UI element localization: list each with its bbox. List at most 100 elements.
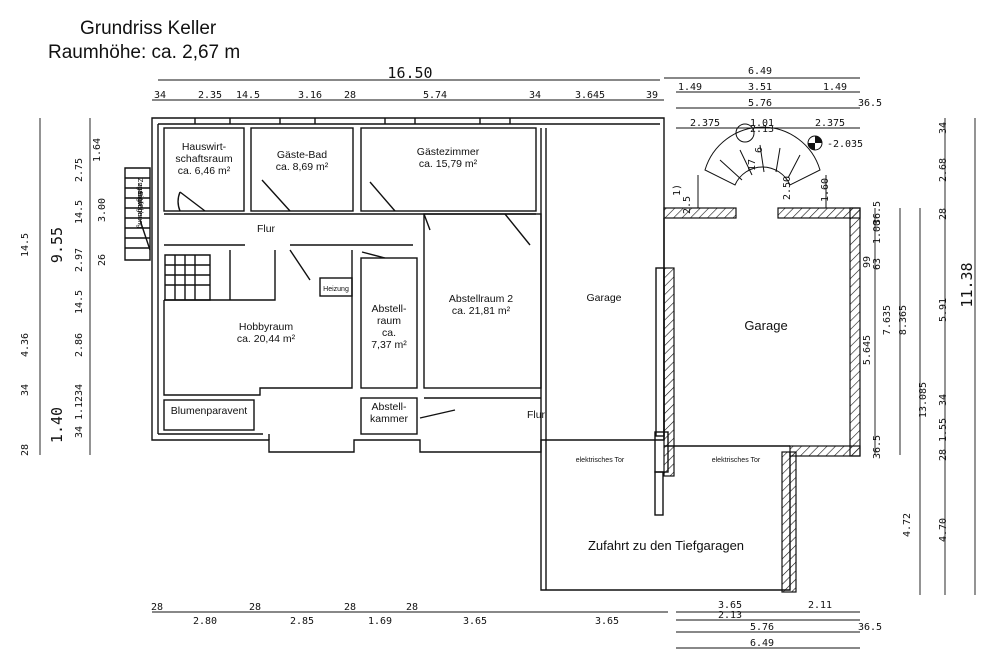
dim-right-col-a-3: 28 [938, 208, 949, 220]
dim-top-right-649: 6.49 [748, 66, 772, 77]
room-heizung: Heizung [323, 286, 349, 293]
dim-right-col-d-6: 5.645 [862, 335, 873, 365]
room-hauswirtschaftsraum-line-1: Hauswirt- [182, 141, 227, 153]
dim-right-col-a-4: 5.91 [938, 298, 949, 322]
room-abstellraum-2-line-1: Abstellraum 2 [449, 293, 513, 305]
dim-top-right-row4-4: 2.375 [815, 118, 845, 129]
dim-left-outer-1: 14.5 [20, 233, 31, 257]
room-abstellkammer-line-1: Abstell- [371, 401, 407, 413]
dim-top-seg-3: 14.5 [236, 90, 260, 101]
dim-top-right-row2-2: 3.51 [748, 82, 772, 93]
dim-level: -2.035 [827, 139, 863, 150]
dim-bottom-right-365: 36.5 [858, 622, 882, 633]
dim-right-col-d-3: 99 [862, 256, 873, 268]
dim-left-outer-3: 34 [20, 384, 31, 396]
dim-stair-5: 17 [747, 159, 758, 171]
dim-top-seg-8: 3.645 [575, 90, 605, 101]
dim-top-right-row4-2: 1.01 [750, 118, 774, 129]
room-hauswirtschaftsraum-line-2: schaftsraum [175, 153, 232, 165]
room-abstellraum-line-1: Abstell- [371, 303, 407, 315]
dim-bottom-seg-4: 2.85 [290, 616, 314, 627]
room-abstellraum-2-line-2: ca. 21,81 m² [452, 305, 511, 317]
room-flur-bottom: Flur [527, 409, 546, 421]
room-abstellraum-line-4: 7,37 m² [371, 339, 407, 351]
level-marker [807, 135, 823, 151]
garage-walls-hatched [663, 207, 861, 593]
dim-bottom-seg-6: 1.69 [368, 616, 392, 627]
dim-bottom-seg-7: 28 [406, 602, 418, 613]
dim-left-inner-8: 2.86 [74, 333, 85, 357]
dim-left-inner-11: 34 [74, 426, 85, 438]
dim-top-right-row4-1: 2.375 [690, 118, 720, 129]
dim-bottom-right-a-1: 3.65 [718, 600, 742, 611]
dim-right-col-b-2: 4.72 [902, 513, 913, 537]
room-hobbyraum-line-1: Hobbyraum [239, 321, 294, 333]
label-tor-left: elektrisches Tor [576, 457, 625, 464]
room-abstellraum-line-3: ca. [382, 327, 396, 339]
dim-top-seg-9: 39 [646, 90, 658, 101]
dim-right-col-d-4: 63 [872, 258, 883, 270]
dim-left-outer-2: 4.36 [20, 333, 31, 357]
label-zugang-line-4: wohnung [136, 199, 143, 229]
dim-stair-4: 2.50 [782, 176, 793, 200]
dim-top-seg-7: 34 [529, 90, 541, 101]
room-garage-left: Garage [586, 292, 621, 304]
page-title: Grundriss Keller [80, 18, 217, 39]
dim-right-col-b-1: 13.085 [918, 382, 929, 418]
dim-right-col-d-2: 1.00 [872, 220, 883, 244]
dim-left-outer-4: 28 [20, 444, 31, 456]
dim-stair-6: 6 [754, 147, 765, 153]
dim-left-inner-7: 14.5 [74, 290, 85, 314]
dim-left-total: 9.55 [48, 227, 66, 263]
dim-right-col-a-6: 1.55 [938, 418, 949, 442]
label-tor-right: elektrisches Tor [712, 457, 761, 464]
dim-right-col-d-1: 36.5 [872, 201, 883, 225]
dim-left-total-2: 1.40 [48, 407, 66, 443]
dim-left-inner-3: 3.00 [97, 198, 108, 222]
dim-top-seg-2: 2.35 [198, 90, 222, 101]
dim-bottom-seg-3: 28 [249, 602, 261, 613]
dim-left-inner-10: 1.12 [74, 396, 85, 420]
label-zugang-line-2: zum UG / [136, 183, 143, 213]
dim-right-col-a-8: 4.70 [938, 518, 949, 542]
dim-top-right-row4-3: 2.13 [750, 124, 774, 135]
dim-bottom-seg-9: 3.65 [595, 616, 619, 627]
dim-top-seg-1: 34 [154, 90, 166, 101]
spiral-stair [697, 123, 827, 208]
room-zufahrt: Zufahrt zu den Tiefgaragen [588, 538, 744, 553]
dim-right-col-a-5: 34 [938, 394, 949, 406]
dim-right-col-c-1: 8.365 [898, 305, 909, 335]
walls [124, 117, 791, 591]
room-flur-top: Flur [257, 223, 276, 235]
room-hauswirtschaftsraum-line-3: ca. 6,46 m² [178, 165, 231, 177]
dim-right-col-d-5: 7.635 [882, 305, 893, 335]
dim-right-col-d-7: 36.5 [872, 435, 883, 459]
dim-bottom-seg-5: 28 [344, 602, 356, 613]
dim-bottom-right-a-2: 2.11 [808, 600, 832, 611]
dim-top-right-row2-1: 1.49 [678, 82, 702, 93]
label-zugang-line-1: Zugang [136, 178, 143, 202]
room-abstellkammer-line-2: kammer [370, 413, 408, 425]
dim-left-inner-4: 14.5 [74, 200, 85, 224]
room-gaestezimmer-line-2: ca. 15,79 m² [419, 158, 478, 170]
dim-left-inner-9: 34 [74, 384, 85, 396]
dim-right-total: 11.38 [958, 262, 976, 307]
dim-stair-3: 1.60 [820, 178, 831, 202]
dim-top-seg-6: 5.74 [423, 90, 447, 101]
dim-right-col-a-7: 28 [938, 449, 949, 461]
dim-top-right-576: 5.76 [748, 98, 772, 109]
dim-left-inner-6: 26 [97, 254, 108, 266]
room-blumenparavent: Blumenparavent [171, 405, 248, 417]
dim-bottom-right-649: 6.49 [750, 638, 774, 649]
dim-left-inner-1: 1.64 [92, 138, 103, 162]
dim-bottom-right-213: 2.13 [718, 610, 742, 621]
room-abstellraum-line-2: raum [377, 315, 401, 327]
room-hobbyraum-line-2: ca. 20,44 m² [237, 333, 296, 345]
room-gaeste-bad-line-1: Gäste-Bad [277, 149, 327, 161]
dim-stair-2: 2.5 [682, 196, 693, 214]
dim-bottom-right-576: 5.76 [750, 622, 774, 633]
dim-top-seg-5: 28 [344, 90, 356, 101]
